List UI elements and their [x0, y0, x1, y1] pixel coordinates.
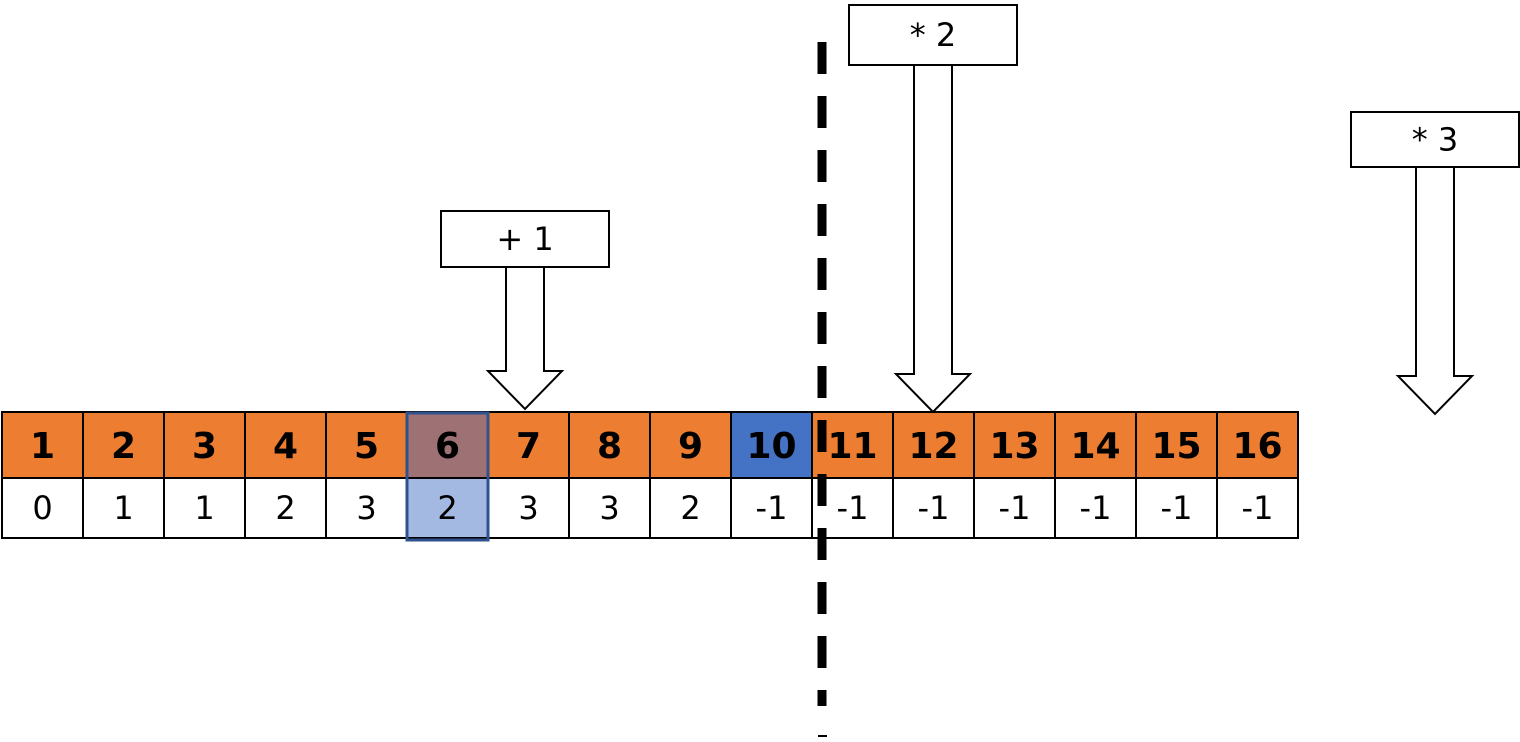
- index-label: 12: [908, 426, 958, 467]
- value-cell: [406, 477, 489, 539]
- value-cell: [1, 477, 84, 539]
- index-label: 7: [516, 426, 541, 467]
- index-label: 3: [192, 426, 217, 467]
- index-cell: [1135, 411, 1218, 479]
- value-label: 3: [518, 489, 538, 527]
- value-label: 2: [680, 489, 700, 527]
- value-label: -1: [918, 489, 950, 527]
- divider-dashed-line: [817, 42, 827, 737]
- value-cell: [325, 477, 408, 539]
- value-label: -1: [756, 489, 788, 527]
- index-label: 2: [111, 426, 136, 467]
- index-cell: [1054, 411, 1137, 479]
- index-label: 9: [678, 426, 703, 467]
- operation-arrows: + 1 * 2 * 3: [440, 4, 1520, 416]
- operation-label: * 2: [910, 16, 957, 54]
- value-label: -1: [1161, 489, 1193, 527]
- value-cell: [1216, 477, 1299, 539]
- operation-box: [1350, 111, 1520, 168]
- index-label: 5: [354, 426, 379, 467]
- value-cell: [163, 477, 246, 539]
- value-label: 0: [32, 489, 52, 527]
- index-label: 1: [30, 426, 55, 467]
- value-label: 2: [275, 489, 295, 527]
- index-label: 14: [1070, 426, 1120, 467]
- index-label: 16: [1232, 426, 1282, 467]
- index-label: 4: [273, 426, 298, 467]
- value-label: -1: [1080, 489, 1112, 527]
- value-cell: [568, 477, 651, 539]
- index-cell: [649, 411, 732, 479]
- operation-box: [440, 210, 610, 268]
- value-cell: [1054, 477, 1137, 539]
- index-label: 15: [1151, 426, 1201, 467]
- down-arrow-icon: [893, 64, 973, 414]
- index-label: 13: [989, 426, 1039, 467]
- index-cell: [1216, 411, 1299, 479]
- index-label: 8: [597, 426, 622, 467]
- index-cell: [892, 411, 975, 479]
- operation-box: [848, 4, 1018, 66]
- array-cells: 10213142536273839210-111-112-113-114-115…: [1, 411, 1299, 542]
- value-label: -1: [837, 489, 869, 527]
- index-cell: [730, 411, 813, 479]
- value-label: 3: [599, 489, 619, 527]
- value-cell: [649, 477, 732, 539]
- value-label: -1: [999, 489, 1031, 527]
- value-cell: [244, 477, 327, 539]
- value-label: 3: [356, 489, 376, 527]
- index-label: 11: [827, 426, 877, 467]
- index-label: 6: [435, 426, 460, 467]
- operation-label: + 1: [496, 220, 553, 258]
- value-label: 1: [113, 489, 133, 527]
- value-label: 2: [437, 489, 457, 527]
- down-arrow-icon: [485, 266, 565, 411]
- value-cell: [730, 477, 813, 539]
- value-label: 1: [194, 489, 214, 527]
- value-label: -1: [1242, 489, 1274, 527]
- value-cell: [487, 477, 570, 539]
- index-label: 10: [746, 426, 796, 467]
- highlight-border: [405, 411, 490, 542]
- index-cell: [1, 411, 84, 479]
- down-arrow-icon: [1395, 166, 1475, 416]
- operation-label: * 3: [1412, 121, 1459, 159]
